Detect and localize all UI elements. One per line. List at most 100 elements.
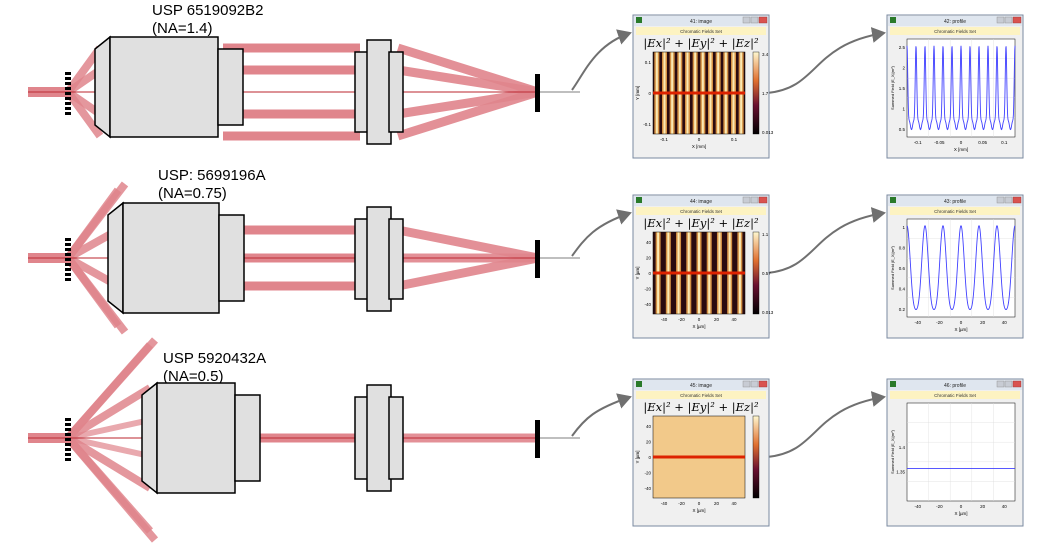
x-tick: 40 <box>1002 320 1008 325</box>
minimize-icon <box>996 196 1005 204</box>
window-subtitle: Chromatic Fields Set <box>934 29 977 34</box>
window-titlebar <box>634 196 768 206</box>
y-tick: -20 <box>644 287 651 292</box>
y-tick: -20 <box>644 471 651 476</box>
subtitle-bar <box>890 27 1020 35</box>
arrow-to-profile-3 <box>766 391 886 458</box>
objective-body <box>156 382 236 494</box>
x-tick: 0 <box>960 140 963 145</box>
window-subtitle: Chromatic Fields Set <box>680 29 723 34</box>
na-label-3: (NA=0.5) <box>163 368 224 385</box>
colorbar-tick: 3.4 <box>762 52 769 57</box>
row-3-diffracted-beam <box>67 435 151 459</box>
grating-line <box>65 253 71 256</box>
row-2-objective <box>107 201 245 315</box>
formula: |Ex|² + |Ey|² + |Ez|² <box>643 216 759 231</box>
app-icon <box>890 197 896 203</box>
maximize-icon <box>1004 16 1013 24</box>
subtitle-bar <box>890 391 1020 399</box>
x-axis-label: X [µm] <box>692 324 705 329</box>
lens-body <box>366 206 392 312</box>
x-tick: -40 <box>661 317 668 322</box>
row-1-objective <box>94 35 244 139</box>
row-3-tube-lens <box>354 384 404 492</box>
y-tick: 0.6 <box>899 266 906 271</box>
arrow-to-profile-1 <box>766 27 886 94</box>
formula: |Ex|² + |Ey|² + |Ez|² <box>643 36 759 51</box>
close-icon <box>1012 196 1022 204</box>
x-tick: -20 <box>936 504 943 509</box>
x-tick: 0 <box>698 501 701 506</box>
close-icon <box>1012 380 1022 388</box>
row-3-diffracted-beam <box>65 337 158 441</box>
profile-curve <box>906 45 1016 131</box>
row-1-detector <box>535 74 540 112</box>
y-tick: 20 <box>646 255 652 260</box>
grating-line <box>65 92 71 95</box>
row-2-diffracted-beam <box>64 181 129 261</box>
row-3-diffracted-beam <box>64 435 159 543</box>
grating-line <box>65 443 71 446</box>
colorbar-tick: 1.7 <box>762 91 769 96</box>
y-tick: 0 <box>648 455 651 460</box>
lens-ring-right <box>388 51 404 133</box>
grating-line <box>65 258 71 261</box>
subtitle-bar <box>636 391 766 399</box>
x-tick: -0.1 <box>660 137 668 142</box>
x-tick: 40 <box>731 317 737 322</box>
row-1-tube-lens <box>354 39 404 145</box>
x-tick: -20 <box>936 320 943 325</box>
arrow-to-image-2 <box>571 209 632 257</box>
grating-line <box>65 263 71 266</box>
y-axis-label: Summed Field |E_X|(m²) <box>890 65 895 110</box>
objective-nose <box>94 35 111 139</box>
colorbar-tick: 1.1 <box>762 232 769 237</box>
y-tick: 0 <box>648 91 651 96</box>
close-icon <box>758 196 768 204</box>
y-tick: -40 <box>644 486 651 491</box>
window-title: 44: image <box>690 199 712 205</box>
x-axis-label: X [µm] <box>954 327 967 332</box>
objective-body <box>122 202 220 314</box>
minimize-icon <box>742 16 751 24</box>
y-tick: 0 <box>648 271 651 276</box>
x-tick: -40 <box>661 501 668 506</box>
close-icon <box>758 16 768 24</box>
y-tick: 0.1 <box>645 60 652 65</box>
window-titlebar <box>888 16 1022 26</box>
objective-back <box>234 394 261 482</box>
grating-line <box>65 112 71 115</box>
x-tick: 20 <box>714 501 720 506</box>
row-2-diffracted-beam <box>64 255 129 335</box>
row-3-detector <box>535 420 540 458</box>
maximize-icon <box>1004 196 1013 204</box>
grating-line <box>65 433 71 436</box>
y-axis-label: Y [mm] <box>635 86 640 100</box>
close-icon <box>758 380 768 388</box>
grating-line <box>65 77 71 80</box>
maximize-icon <box>1004 380 1013 388</box>
objective-back <box>217 48 244 126</box>
minimize-icon <box>742 196 751 204</box>
objective-nose <box>141 381 158 495</box>
na-label-2: (NA=0.75) <box>158 185 227 202</box>
window-subtitle: Chromatic Fields Set <box>934 209 977 214</box>
y-tick: 1.4 <box>899 445 906 450</box>
x-tick: 20 <box>714 317 720 322</box>
x-axis-label: X [mm] <box>954 147 968 152</box>
x-tick: -0.1 <box>914 140 922 145</box>
x-tick: -0.05 <box>934 140 945 145</box>
grating-line <box>65 423 71 426</box>
y-axis-label: Summed Field |E_X|(m²) <box>890 429 895 474</box>
grating-line <box>65 243 71 246</box>
window-title: 41: image <box>690 19 712 25</box>
patent-label-2: USP: 5699196A <box>158 167 266 184</box>
grating-line <box>65 458 71 461</box>
minimize-icon <box>996 16 1005 24</box>
x-axis-label: X [µm] <box>954 511 967 516</box>
connector-arrows <box>571 27 886 458</box>
